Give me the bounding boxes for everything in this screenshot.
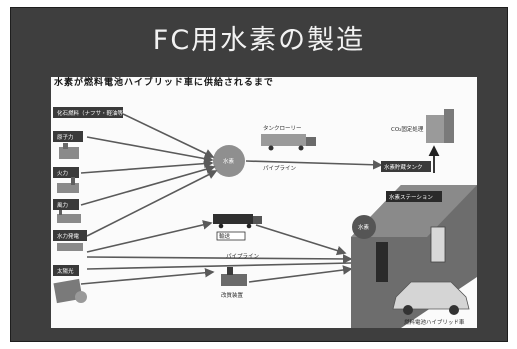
source-nuclear-label: 原子力 [57,133,74,141]
source-arrows [80,113,353,285]
truck-top: タンクローリー [261,124,316,151]
source-thermal: 火力 [53,167,79,193]
source-solar-label: 太陽光 [57,267,74,275]
reformer-label: 改質装置 [221,291,244,299]
source-nuclear: 原子力 [53,131,83,159]
source-hydro: 水力発電 [53,230,87,251]
slide: FC用水素の製造 化石燃料（ナフサ・軽油等） [10,7,508,342]
source-thermal-label: 火力 [57,169,68,177]
diagram-panel: 化石燃料（ナフサ・軽油等） 原子力 火力 [51,77,477,328]
subtitle: 水素が燃料電池ハイブリッド車に供給されるまで [54,78,274,88]
station-label: 水素ステーション [389,193,433,201]
tank-label: 水素貯蔵タンク [384,163,423,171]
pipeline-top-label: パイプライン [263,165,297,172]
source-fossil-label: 化石燃料（ナフサ・軽油等） [57,109,129,117]
car-label: 燃料電池ハイブリッド車 [404,318,465,326]
slide-title: FC用水素の製造 [152,25,366,56]
co2-label: CO₂固定処理 [391,125,424,133]
truck-label: タンクローリー [263,124,302,132]
hydrogen-supply-diagram: 化石燃料（ナフサ・軽油等） 原子力 火力 [53,107,477,328]
onsite-reformer: 改質装置 [221,267,247,299]
co2-facility: CO₂固定処理 [391,109,454,173]
source-wind-label: 風力 [57,201,68,209]
source-hydro-label: 水力発電 [57,232,80,240]
pipeline-bottom-label: パイプライン [226,253,260,260]
hub-left-label: 水素 [223,157,235,165]
transport-label: 輸送 [219,232,231,240]
source-wind: 風力 [53,199,81,223]
car: 燃料電池ハイブリッド車 [392,281,470,326]
hub-right-label: 水素 [358,223,370,231]
source-solar: 太陽光 [53,265,87,304]
source-fossil: 化石燃料（ナフサ・軽油等） [53,107,129,118]
hub-left: 水素 [213,145,245,177]
truck-middle: 輸送 [213,214,262,241]
source-nodes: 化石燃料（ナフサ・軽油等） 原子力 火力 [53,107,129,304]
